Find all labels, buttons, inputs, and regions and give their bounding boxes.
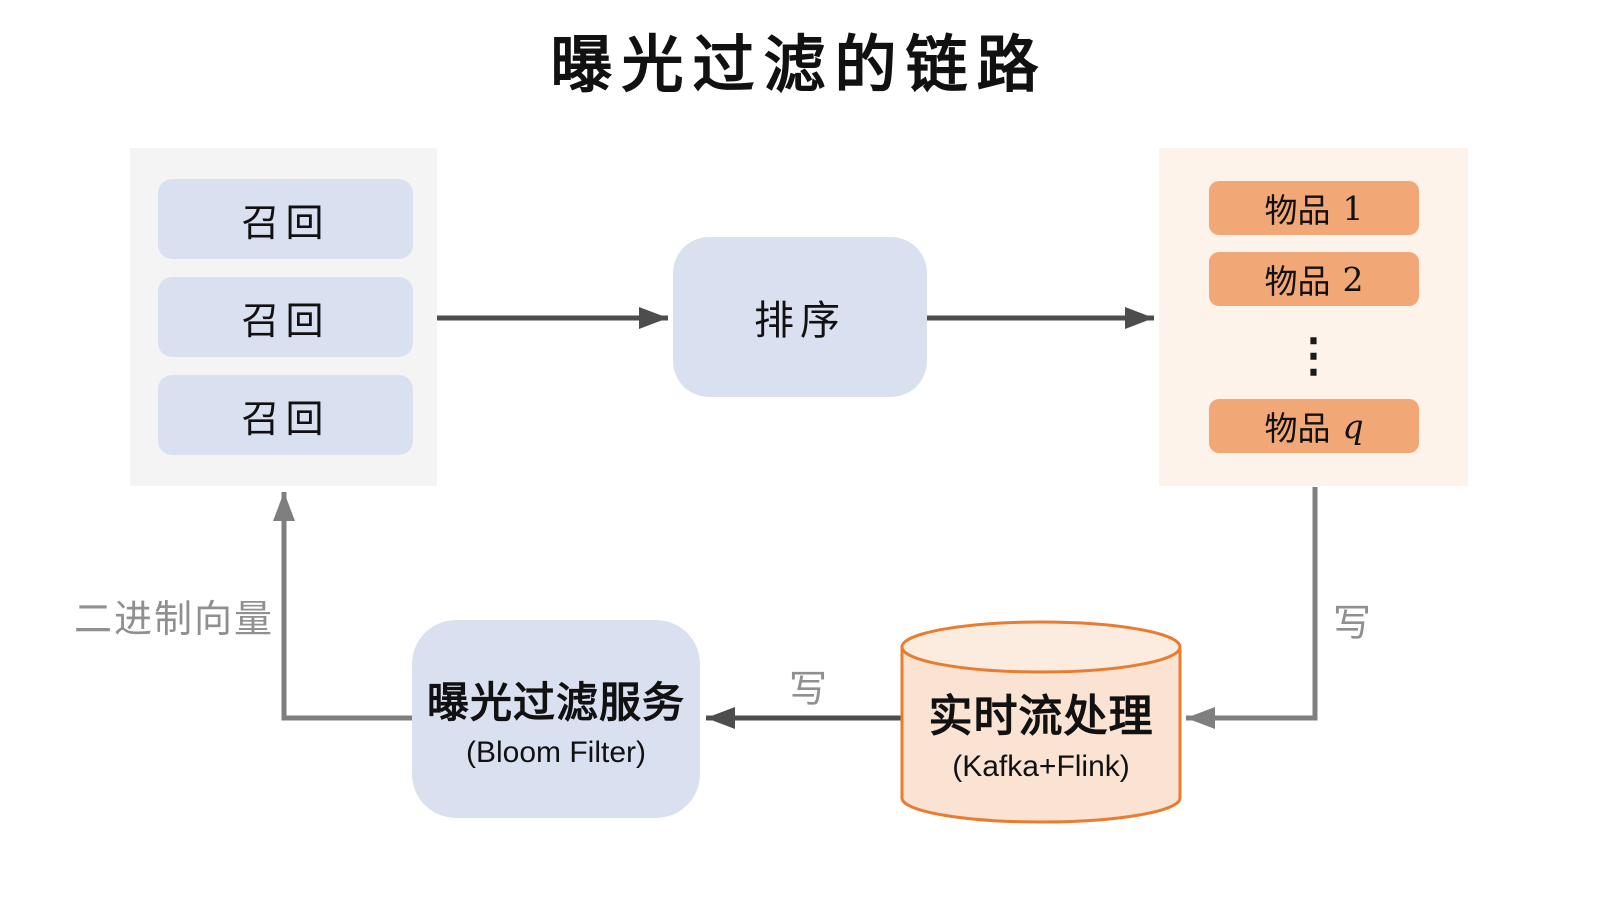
item-node-2-index: 2	[1342, 259, 1364, 299]
edge-label-write-to-service: 写	[788, 669, 827, 711]
item-node-1: 物品 1	[1209, 181, 1419, 235]
page-title: 曝光过滤的链路	[550, 28, 1048, 101]
recall-node-3-label: 召回	[241, 398, 330, 441]
item-node-1-index: 1	[1342, 188, 1364, 228]
exposure-service-title: 曝光过滤服务	[426, 678, 685, 726]
recall-node-2: 召回	[158, 277, 413, 357]
stream-cylinder-top	[900, 620, 1182, 674]
items-ellipsis: ⋮	[1290, 329, 1337, 381]
item-node-q: 物品 q	[1209, 399, 1419, 453]
edge-label-write-to-stream: 写	[1332, 603, 1371, 645]
item-node-q-name: 物品	[1264, 410, 1331, 447]
stream-processor-subtitle: (Kafka+Flink)	[952, 750, 1130, 783]
ranking-node: 排序	[673, 237, 927, 397]
recall-node-1-label: 召回	[241, 202, 330, 245]
edge-label-binary-vector: 二进制向量	[73, 599, 274, 641]
exposure-service-node: 曝光过滤服务 (Bloom Filter)	[412, 620, 700, 818]
item-node-q-index: q	[1342, 406, 1364, 446]
stream-processor-node: 实时流处理 (Kafka+Flink)	[902, 680, 1180, 784]
exposure-service-subtitle: (Bloom Filter)	[465, 735, 646, 769]
items-group: 物品 1 物品 2 ⋮ 物品 q	[1159, 148, 1468, 486]
arrow-items-to-stream	[1186, 487, 1318, 729]
item-node-1-name: 物品	[1264, 192, 1331, 229]
recall-node-2-label: 召回	[241, 300, 330, 343]
recall-group: 召回 召回 召回	[130, 148, 437, 486]
recall-node-1: 召回	[158, 179, 413, 259]
ranking-node-label: 排序	[754, 299, 846, 343]
recall-node-3: 召回	[158, 375, 413, 455]
arrow-service-to-recall	[273, 492, 412, 721]
item-node-2: 物品 2	[1209, 252, 1419, 306]
item-node-2-name: 物品	[1264, 263, 1331, 300]
stream-processor-title: 实时流处理	[928, 692, 1154, 741]
